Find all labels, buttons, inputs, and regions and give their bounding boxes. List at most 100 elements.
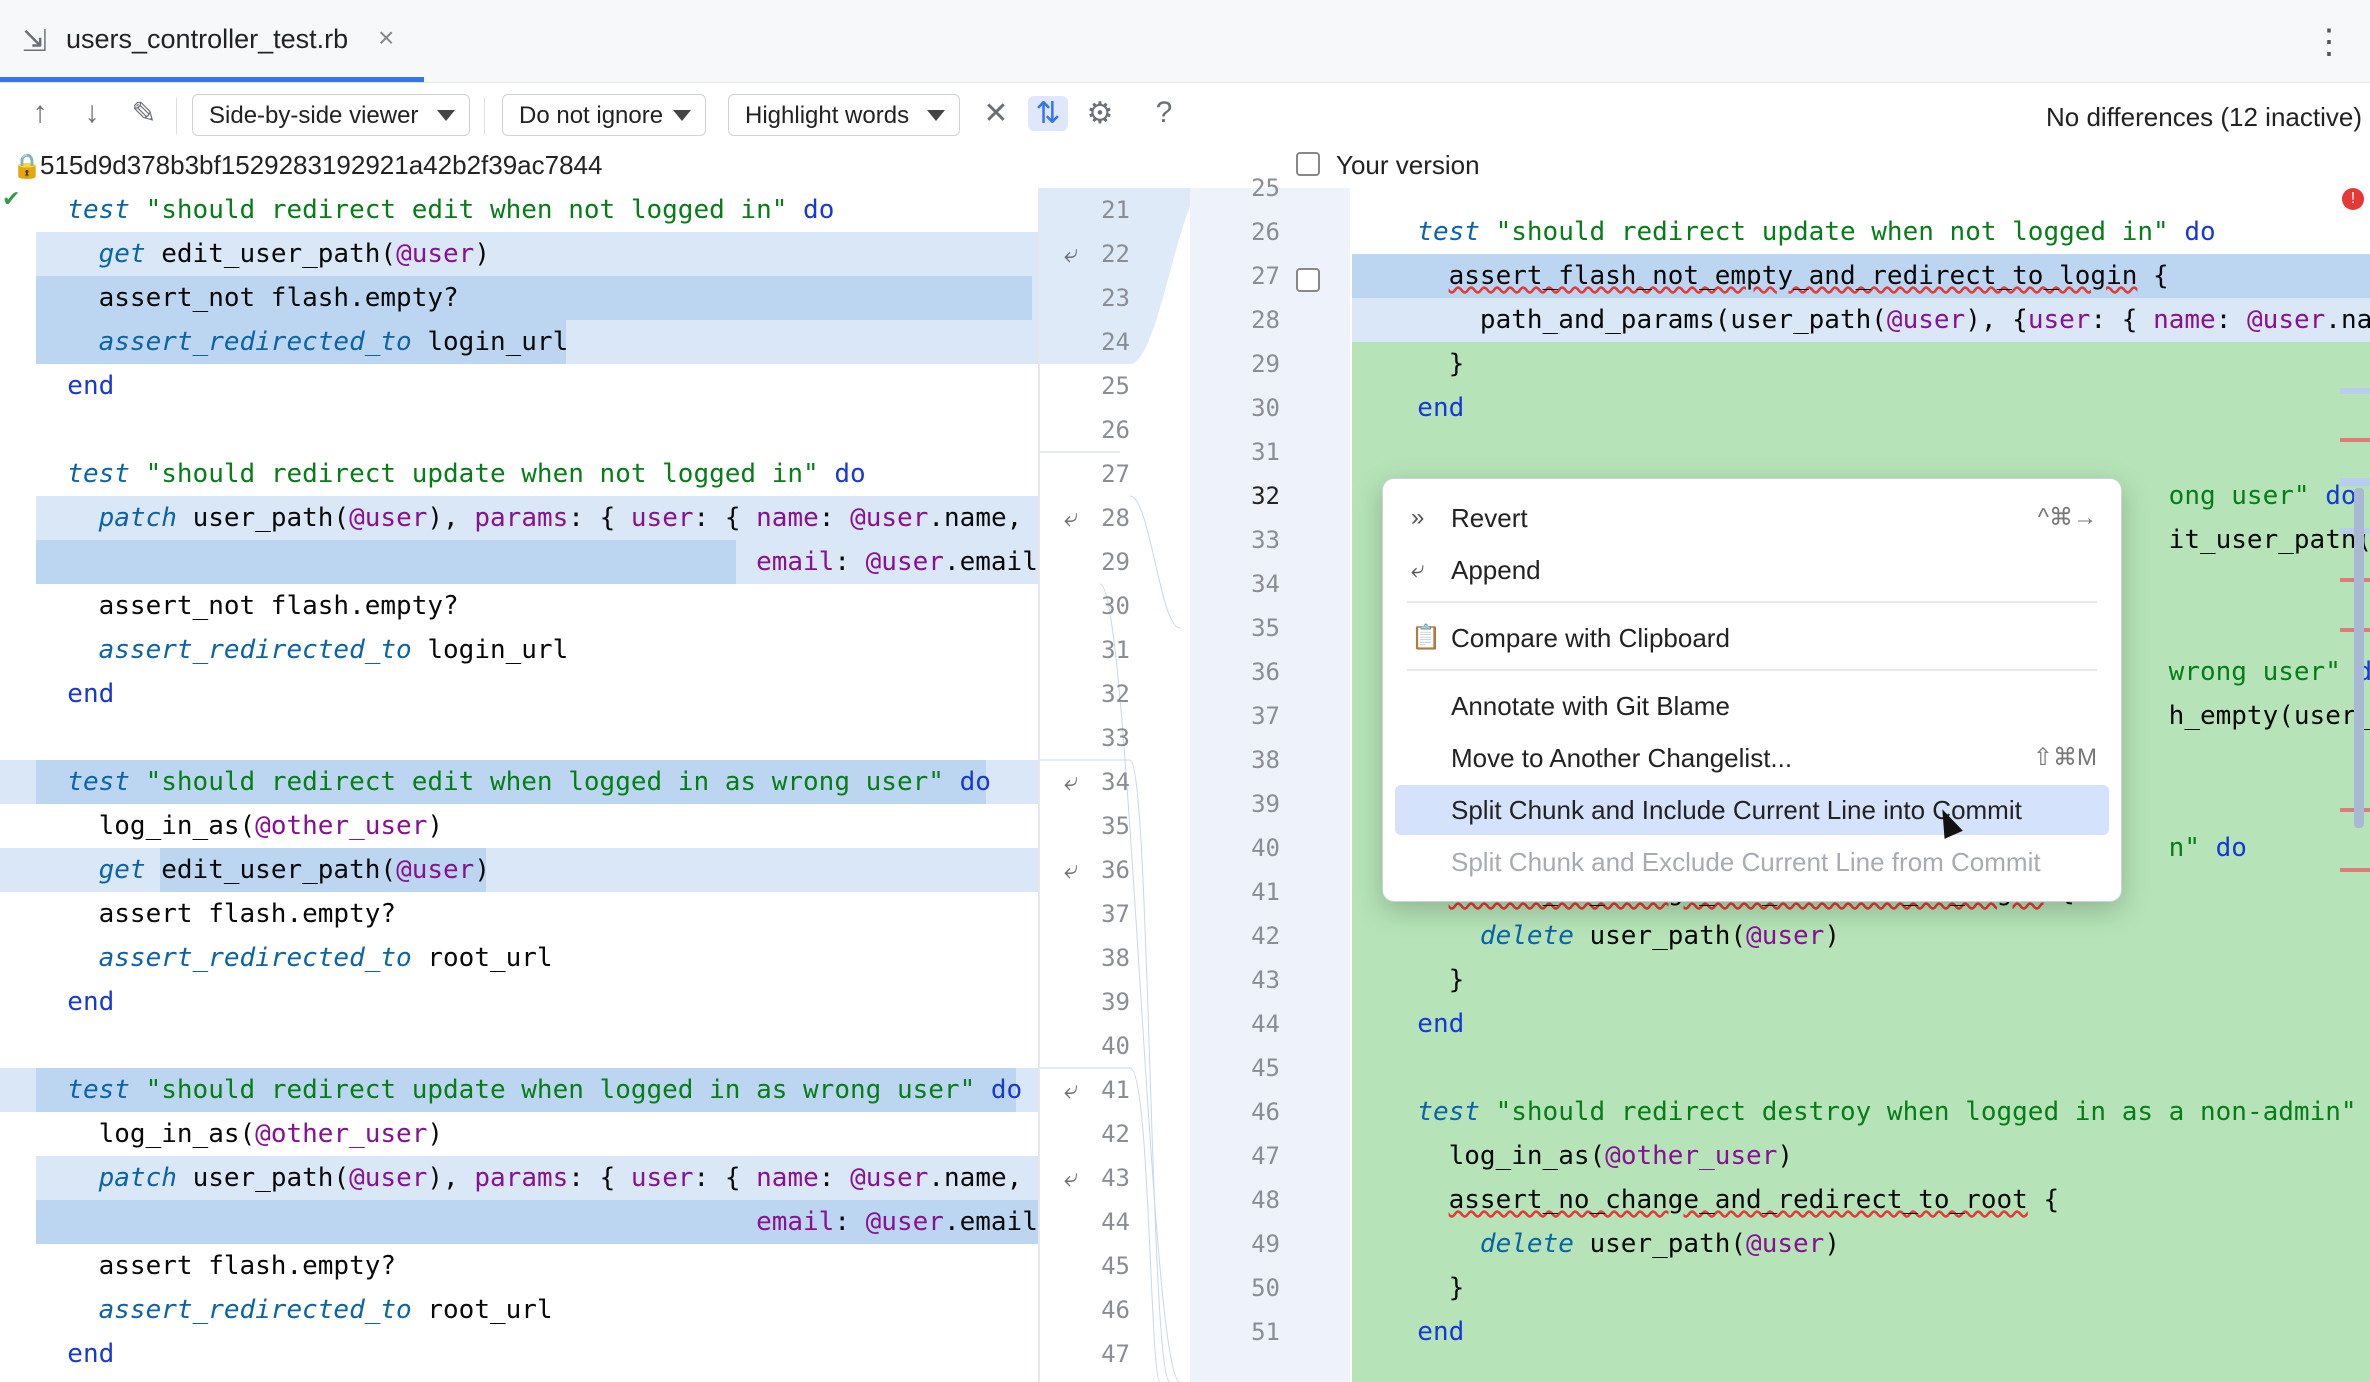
- ignore-whitespace-value: Do not ignore: [519, 102, 664, 129]
- previous-difference-icon[interactable]: ↑: [32, 96, 48, 129]
- menu-item-label: Move to Another Changelist...: [1451, 743, 1793, 773]
- help-icon[interactable]: ?: [1155, 96, 1173, 129]
- error-indicator-icon[interactable]: !: [2342, 188, 2364, 210]
- include-all-checkbox[interactable]: [1296, 152, 1320, 176]
- code-line: assert_redirected_to root_url: [98, 943, 553, 973]
- append-change-icon[interactable]: ⤶: [1064, 1163, 1079, 1193]
- append-change-icon[interactable]: ⤶: [1064, 503, 1079, 533]
- line-number: 33: [1101, 724, 1130, 752]
- code-line: assert_redirected_to root_url: [98, 1295, 553, 1325]
- code-line: h_empty(user_pa: [2168, 701, 2370, 731]
- line-number: 45: [1251, 1054, 1280, 1082]
- code-line: assert flash.empty?: [98, 899, 397, 929]
- line-number: 45: [1101, 1252, 1130, 1280]
- your-version-label: Your version: [1336, 150, 1480, 180]
- line-number: 33: [1251, 526, 1280, 554]
- code-line: delete user_path(@user): [1479, 1229, 1840, 1259]
- toolbar-divider: [176, 98, 177, 134]
- menu-item-shortcut: ⇧⌘M: [2032, 744, 2097, 771]
- line-number: 24: [1101, 328, 1130, 356]
- line-number: 26: [1101, 416, 1130, 444]
- line-number: 38: [1101, 944, 1130, 972]
- line-number: 40: [1251, 834, 1280, 862]
- code-line: test "should redirect edit when not logg…: [67, 195, 835, 225]
- code-line: wrong user" do: [2168, 657, 2370, 687]
- append-icon: ⤶: [1411, 556, 1425, 583]
- line-number: 44: [1251, 1010, 1280, 1038]
- right-scroll-markers: [2340, 188, 2370, 1382]
- menu-item-append[interactable]: ⤶ Append: [1395, 545, 2109, 595]
- code-line: log_in_as(@other_user): [98, 1119, 444, 1149]
- line-number: 25: [1101, 372, 1130, 400]
- append-change-icon[interactable]: ⤶: [1064, 855, 1079, 885]
- menu-item-revert[interactable]: » Revert ^⌘→: [1395, 493, 2109, 543]
- menu-separator: [1407, 669, 2097, 671]
- line-number: 26: [1251, 218, 1280, 246]
- revert-icon: »: [1411, 504, 1425, 531]
- ignore-whitespace-dropdown[interactable]: Do not ignore: [502, 94, 706, 136]
- more-options-icon[interactable]: ⋮: [2312, 23, 2346, 61]
- menu-item-label: Append: [1451, 555, 1541, 585]
- menu-item-move-changelist[interactable]: Move to Another Changelist... ⇧⌘M: [1395, 733, 2109, 783]
- edit-source-icon[interactable]: ✎: [131, 97, 157, 130]
- code-line: assert_redirected_to login_url: [36, 320, 1040, 364]
- collapse-unchanged-icon[interactable]: ✕: [983, 97, 1009, 130]
- pane-divider: [1038, 188, 1040, 1382]
- checkmark-icon: ✔: [2, 186, 21, 211]
- toolbar-divider: [484, 98, 485, 134]
- menu-item-split-include[interactable]: Split Chunk and Include Current Line int…: [1395, 785, 2109, 835]
- left-code-pane[interactable]: test "should redirect edit when not logg…: [0, 188, 1040, 1382]
- line-number: 41: [1101, 1076, 1130, 1104]
- next-difference-icon[interactable]: ↓: [84, 96, 100, 129]
- menu-separator: [1407, 601, 2097, 603]
- code-line: email: @user.email: [36, 540, 1040, 584]
- line-number: 42: [1251, 922, 1280, 950]
- line-number: 31: [1101, 636, 1130, 664]
- append-change-icon[interactable]: ⤶: [1064, 239, 1079, 269]
- line-number: 47: [1251, 1142, 1280, 1170]
- line-number: 35: [1101, 812, 1130, 840]
- append-change-icon[interactable]: ⤶: [1064, 1075, 1079, 1105]
- code-line: }: [1386, 965, 1465, 995]
- code-line: test "should redirect update when not lo…: [67, 459, 866, 489]
- line-number: 38: [1251, 746, 1280, 774]
- chevron-down-icon: [673, 110, 691, 121]
- viewer-mode-dropdown[interactable]: Side-by-side viewer: [192, 94, 470, 136]
- menu-item-label: Split Chunk and Include Current Line int…: [1451, 795, 2022, 825]
- active-tab-indicator: [0, 77, 424, 82]
- settings-icon[interactable]: ⚙: [1086, 97, 1114, 130]
- include-line-checkbox[interactable]: [1296, 268, 1320, 292]
- diff-gutter: 21 22 23 24 25 26 27 28 29 30 31 32 33 3…: [1040, 174, 1350, 1382]
- line-number: 27: [1101, 460, 1130, 488]
- menu-item-compare-clipboard[interactable]: 📋 Compare with Clipboard: [1395, 613, 2109, 663]
- code-line: }: [1386, 1273, 1465, 1303]
- code-line: patch user_path(@user), params: { user: …: [36, 1156, 1040, 1200]
- line-number: 34: [1101, 768, 1130, 796]
- append-change-icon[interactable]: ⤶: [1064, 767, 1079, 797]
- code-line: test "should redirect destroy when logge…: [1417, 1097, 2357, 1127]
- line-number: 46: [1251, 1098, 1280, 1126]
- line-number: 31: [1251, 438, 1280, 466]
- diff-connector-curves: [1040, 188, 1350, 1382]
- editor-tab[interactable]: ⇲ users_controller_test.rb ×: [0, 0, 424, 82]
- menu-item-label: Revert: [1451, 503, 1528, 533]
- line-number: 25: [1251, 174, 1280, 202]
- code-line: test "should redirect update when not lo…: [1352, 210, 2370, 254]
- code-line: delete user_path(@user): [1479, 921, 1840, 951]
- menu-item-split-exclude: Split Chunk and Exclude Current Line fro…: [1395, 837, 2109, 887]
- code-line: test "should redirect edit when logged i…: [0, 760, 1040, 804]
- line-number: 29: [1101, 548, 1130, 576]
- line-number: 22: [1101, 240, 1130, 268]
- code-line: email: @user.email: [36, 1200, 1040, 1244]
- menu-item-label: Annotate with Git Blame: [1451, 691, 1730, 721]
- code-line: n" do: [2168, 833, 2247, 863]
- line-number: 39: [1251, 790, 1280, 818]
- close-icon[interactable]: ×: [378, 22, 395, 53]
- left-panel-header: 🔒 515d9d378b3bf1529283192921a42b2f39ac78…: [0, 150, 1300, 186]
- menu-item-annotate-blame[interactable]: Annotate with Git Blame: [1395, 681, 2109, 731]
- synchronize-scrolling-icon[interactable]: ⇅: [1028, 96, 1068, 131]
- highlight-mode-dropdown[interactable]: Highlight words: [728, 94, 960, 136]
- revision-hash: 515d9d378b3bf1529283192921a42b2f39ac7844: [40, 150, 603, 180]
- line-number: 43: [1251, 966, 1280, 994]
- menu-item-label: Compare with Clipboard: [1451, 623, 1730, 653]
